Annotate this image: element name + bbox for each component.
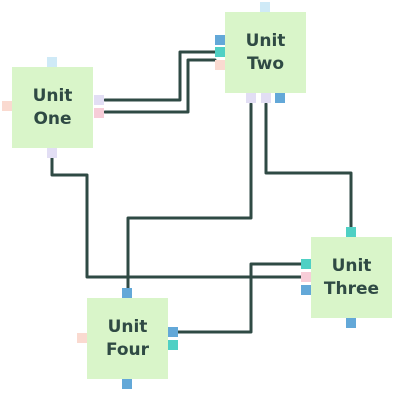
- wire-one-to-two-lower[interactable]: [103, 58, 217, 114]
- unit-three-top-port[interactable]: [346, 227, 356, 237]
- unit-four-node[interactable]: Unit Four: [87, 298, 168, 379]
- unit-three-left-port-1[interactable]: [301, 259, 311, 269]
- unit-one-bottom-port[interactable]: [47, 148, 57, 158]
- unit-two-left-port-3[interactable]: [215, 60, 225, 70]
- unit-two-bottom-port-1[interactable]: [246, 93, 256, 103]
- unit-one-right-port-2[interactable]: [94, 108, 104, 118]
- wire-one-to-two-upper[interactable]: [103, 50, 217, 102]
- wire-two-to-four[interactable]: [126, 102, 253, 290]
- unit-three-bottom-port[interactable]: [346, 318, 356, 328]
- wire-four-to-three[interactable]: [176, 262, 308, 334]
- unit-two-top-port[interactable]: [260, 2, 270, 12]
- unit-two-left-port-1[interactable]: [215, 35, 225, 45]
- wire-one-to-three[interactable]: [50, 156, 308, 279]
- unit-two-left-port-2[interactable]: [215, 47, 225, 57]
- unit-three-left-port-2[interactable]: [301, 272, 311, 282]
- unit-four-right-port-2[interactable]: [168, 340, 178, 350]
- unit-one-node[interactable]: Unit One: [12, 67, 93, 148]
- unit-three-left-port-3[interactable]: [301, 285, 311, 295]
- unit-three-node[interactable]: Unit Three: [311, 237, 392, 318]
- unit-four-right-port-1[interactable]: [168, 327, 178, 337]
- unit-four-top-port[interactable]: [122, 288, 132, 298]
- unit-four-left-port[interactable]: [77, 333, 87, 343]
- unit-four-bottom-port[interactable]: [122, 379, 132, 389]
- unit-two-bottom-port-2[interactable]: [261, 93, 271, 103]
- unit-one-top-port[interactable]: [47, 57, 57, 67]
- unit-two-bottom-port-3[interactable]: [275, 93, 285, 103]
- wire-two-to-three[interactable]: [264, 102, 353, 230]
- unit-one-left-port[interactable]: [2, 101, 12, 111]
- unit-two-node[interactable]: Unit Two: [225, 12, 306, 93]
- unit-one-right-port-1[interactable]: [94, 95, 104, 105]
